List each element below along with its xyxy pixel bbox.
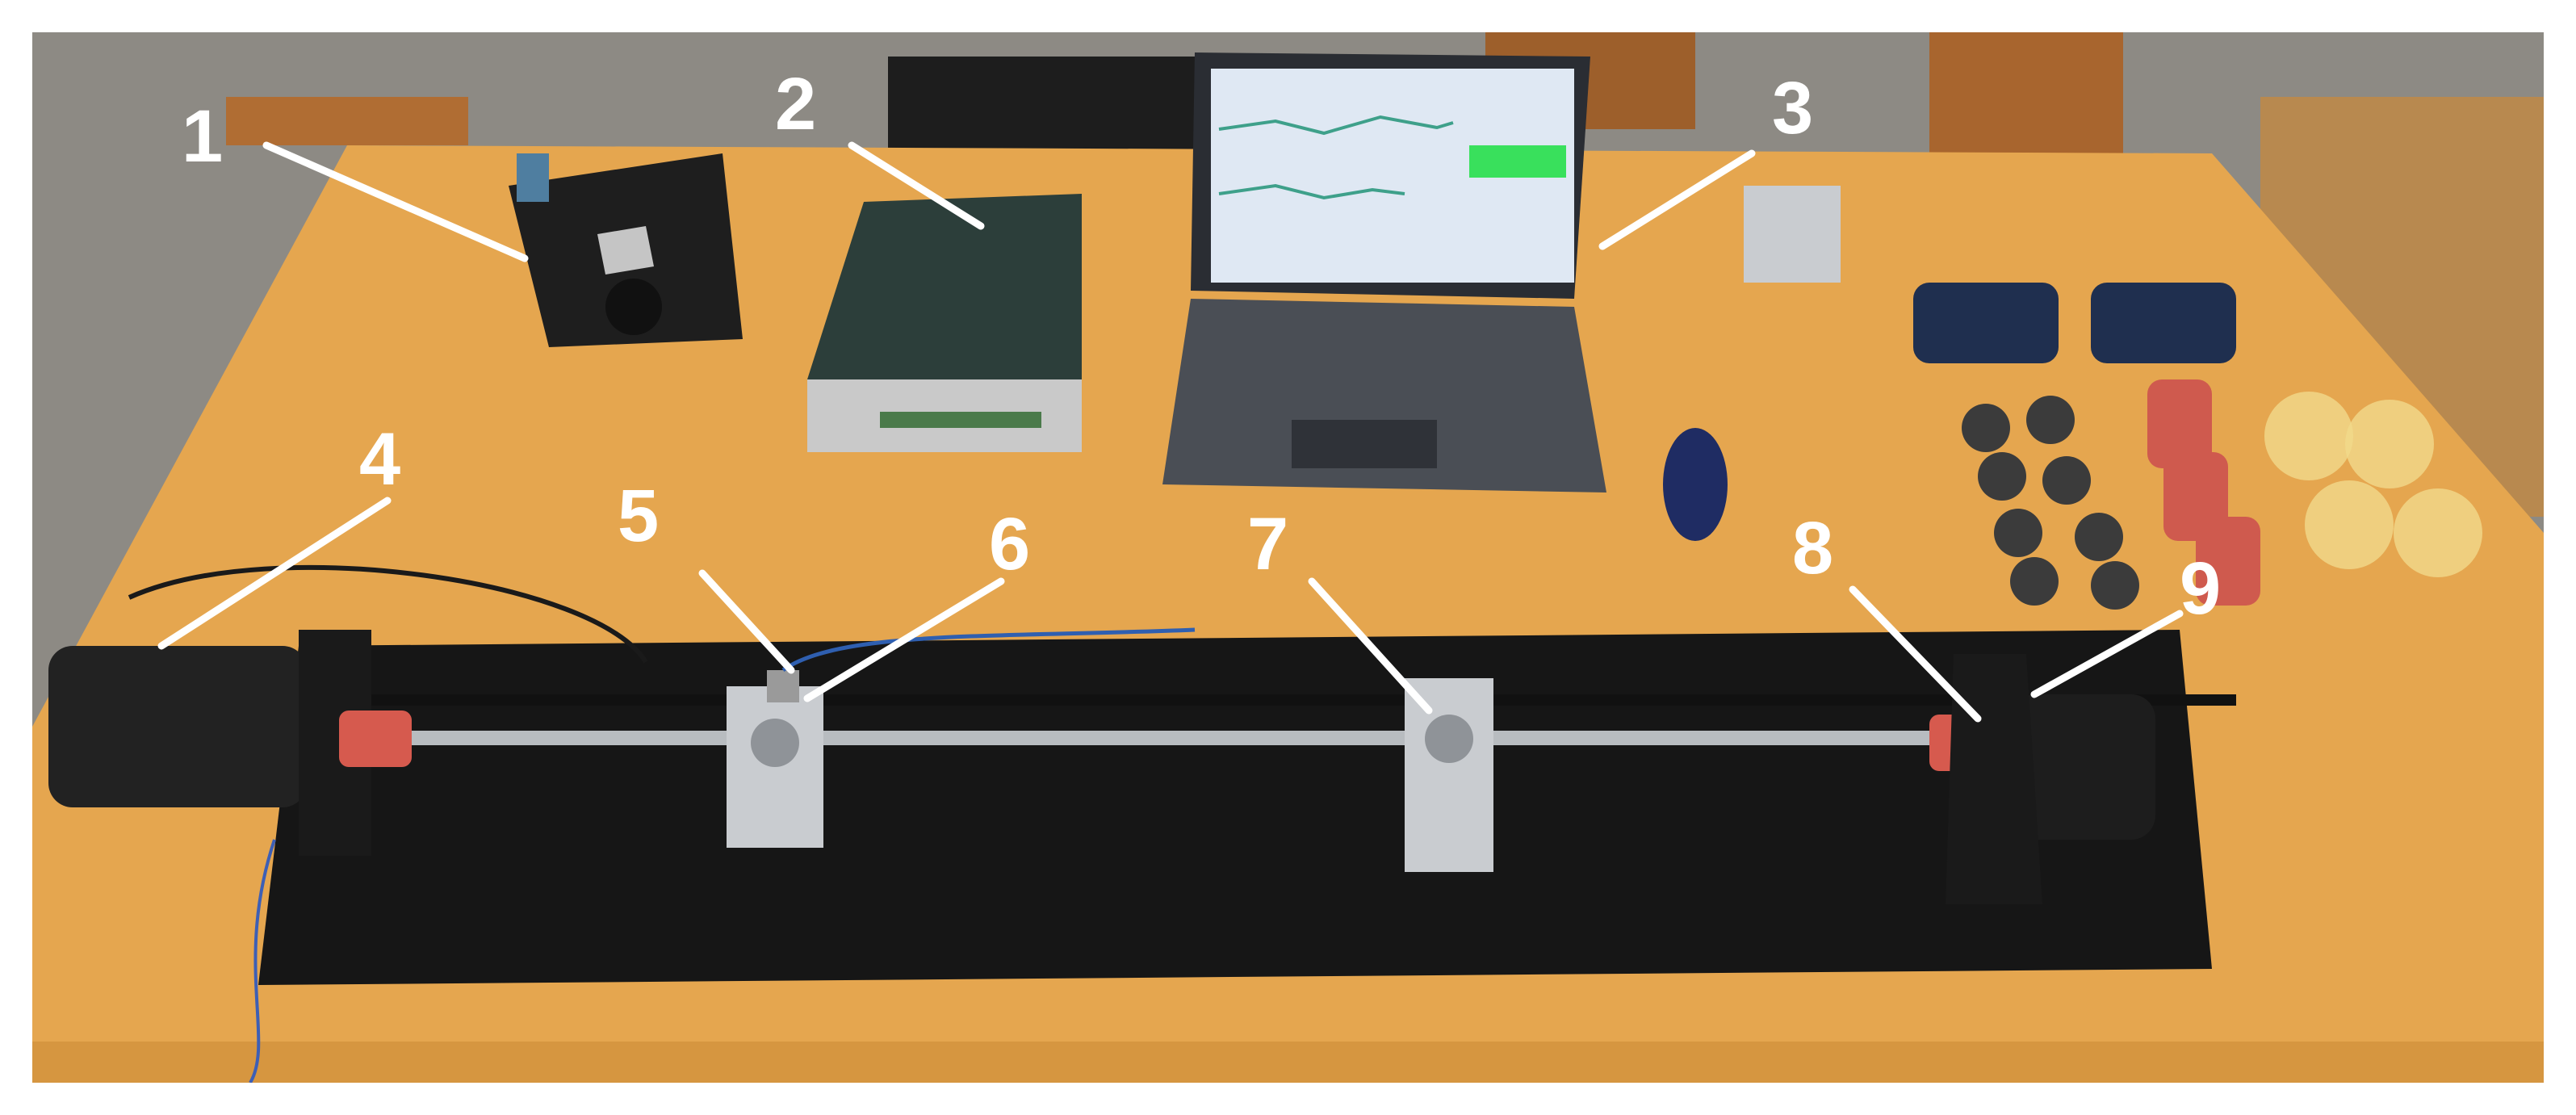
callout-leader-2 xyxy=(848,141,985,230)
callout-leader-9 xyxy=(2030,610,2184,698)
rig-scene: 1 2 3 4 5 6 7 8 9 xyxy=(32,32,2544,1083)
sensor xyxy=(767,627,1196,702)
cable xyxy=(249,839,276,1083)
callout-leader-7 xyxy=(1308,577,1433,715)
bearing-support-left xyxy=(727,686,823,848)
controller-box xyxy=(509,153,743,347)
callout-label-1: 1 xyxy=(182,95,223,178)
callout-label-9: 9 xyxy=(2180,547,2221,630)
photograph: 1 2 3 4 5 6 7 8 9 xyxy=(32,32,2544,1083)
callout-label-8: 8 xyxy=(1792,507,1833,589)
laptop xyxy=(1162,52,1606,493)
motor xyxy=(48,630,371,856)
callout-leader-8 xyxy=(1849,585,1982,723)
coupling-left xyxy=(339,710,412,767)
rig-frame-bar xyxy=(186,694,2236,706)
spare-parts xyxy=(1744,186,2482,610)
callout-leader-3 xyxy=(1598,149,1756,250)
callout-label-3: 3 xyxy=(1772,67,1813,149)
callout-leader-1 xyxy=(262,141,529,262)
callout-leader-6 xyxy=(803,577,1005,702)
data-acquisition-unit xyxy=(807,194,1082,452)
callout-leader-4 xyxy=(157,497,392,650)
callout-label-6: 6 xyxy=(989,503,1030,585)
callout-label-2: 2 xyxy=(775,63,816,145)
load-device xyxy=(1946,654,2155,904)
base-plate xyxy=(258,630,2212,985)
mouse xyxy=(1663,428,1728,541)
callout-label-4: 4 xyxy=(359,418,400,501)
callout-label-5: 5 xyxy=(618,475,659,557)
callout-leader-5 xyxy=(698,569,795,674)
table-edge xyxy=(32,1042,2544,1083)
cable xyxy=(128,564,648,664)
callout-label-7: 7 xyxy=(1247,503,1288,585)
bearing-support-middle xyxy=(1405,678,1493,872)
shaft xyxy=(339,731,2034,745)
